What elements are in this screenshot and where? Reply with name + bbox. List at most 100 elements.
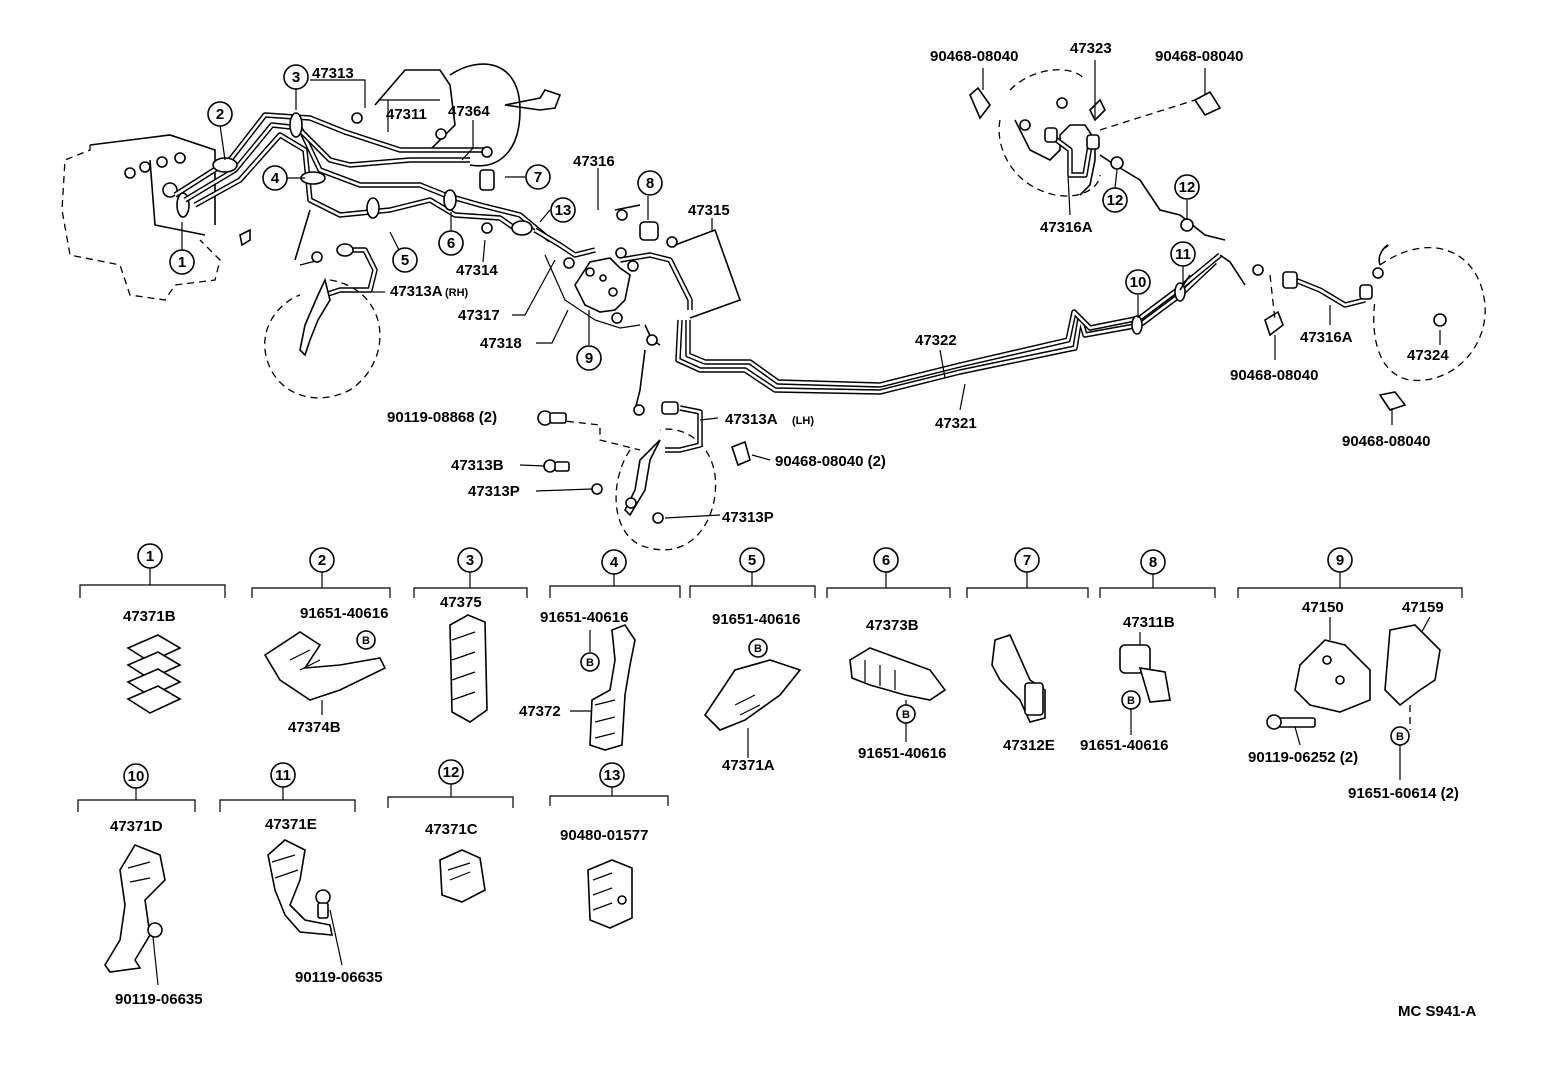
label-47324: 47324 bbox=[1407, 347, 1449, 364]
detail-3: 3 47375 bbox=[413, 547, 528, 723]
callout-1: 1 bbox=[169, 249, 195, 275]
detail-7: 7 47312E bbox=[966, 547, 1089, 754]
svg-text:9: 9 bbox=[585, 350, 593, 367]
svg-text:47371C: 47371C bbox=[425, 821, 478, 838]
svg-text:47312E: 47312E bbox=[1003, 737, 1055, 754]
label-47316a-top: 47316A bbox=[1040, 219, 1093, 236]
svg-text:10: 10 bbox=[128, 768, 145, 785]
svg-text:90119-06252 (2): 90119-06252 (2) bbox=[1248, 749, 1358, 766]
label-47322: 47322 bbox=[915, 332, 957, 349]
svg-text:B: B bbox=[902, 709, 910, 721]
svg-text:13: 13 bbox=[555, 202, 572, 219]
svg-text:B: B bbox=[754, 643, 762, 655]
label-47314: 47314 bbox=[456, 262, 498, 279]
detail-12: 12 47371C bbox=[387, 759, 514, 903]
callout-11: 11 bbox=[1170, 241, 1196, 267]
label-90468-08040-top-left: 90468-08040 bbox=[930, 48, 1018, 65]
proportioning-valve bbox=[533, 204, 742, 329]
svg-text:47371D: 47371D bbox=[110, 818, 163, 835]
svg-text:90119-06635: 90119-06635 bbox=[115, 991, 203, 1008]
svg-text:47374B: 47374B bbox=[288, 719, 341, 736]
callout-7: 7 bbox=[525, 164, 551, 190]
svg-text:7: 7 bbox=[1023, 552, 1031, 569]
label-lh: (LH) bbox=[792, 415, 814, 427]
svg-text:47372: 47372 bbox=[519, 703, 561, 720]
svg-text:13: 13 bbox=[604, 767, 621, 784]
svg-text:90119-06635: 90119-06635 bbox=[295, 969, 383, 986]
svg-text:6: 6 bbox=[447, 235, 455, 252]
callout-8: 8 bbox=[637, 170, 663, 196]
callout-10: 10 bbox=[1125, 269, 1151, 295]
svg-text:12: 12 bbox=[1179, 179, 1196, 196]
callout-12-right: 12 bbox=[1174, 174, 1200, 200]
svg-text:5: 5 bbox=[748, 552, 756, 569]
svg-text:91651-40616: 91651-40616 bbox=[712, 611, 800, 628]
svg-text:47371B: 47371B bbox=[123, 608, 176, 625]
label-47313a-rh: 47313A bbox=[390, 283, 443, 300]
callout-13: 13 bbox=[550, 197, 576, 223]
label-90468-08040-2: 90468-08040 (2) bbox=[775, 453, 886, 470]
detail-11: 11 47371E 90119-06635 bbox=[219, 762, 383, 986]
rear-upper-line bbox=[1099, 99, 1226, 241]
svg-text:2: 2 bbox=[318, 552, 326, 569]
label-47313a-lh: 47313A bbox=[725, 411, 778, 428]
svg-text:7: 7 bbox=[534, 169, 542, 186]
label-47318: 47318 bbox=[480, 335, 522, 352]
svg-text:B: B bbox=[1396, 731, 1404, 743]
label-47313p-left: 47313P bbox=[468, 483, 520, 500]
svg-text:47371E: 47371E bbox=[265, 816, 317, 833]
callout-9: 9 bbox=[576, 345, 602, 371]
svg-text:90480-01577: 90480-01577 bbox=[560, 827, 648, 844]
svg-text:B: B bbox=[586, 657, 594, 669]
callout-5: 5 bbox=[392, 247, 418, 273]
actuator-housing bbox=[61, 134, 221, 301]
svg-text:4: 4 bbox=[610, 554, 619, 571]
front-left-brake bbox=[537, 349, 751, 551]
svg-text:91651-40616: 91651-40616 bbox=[540, 609, 628, 626]
svg-text:8: 8 bbox=[646, 175, 654, 192]
detail-9: 9 47150 47159 90119-06252 (2) B 91651-60… bbox=[1237, 547, 1463, 802]
svg-text:6: 6 bbox=[882, 552, 890, 569]
rear-brake-line bbox=[644, 252, 1246, 395]
callout-4: 4 bbox=[262, 165, 288, 191]
label-47364: 47364 bbox=[448, 103, 490, 120]
label-47315: 47315 bbox=[688, 202, 730, 219]
front-brake-lines bbox=[173, 112, 552, 247]
svg-text:91651-40616: 91651-40616 bbox=[858, 745, 946, 762]
svg-text:10: 10 bbox=[1130, 274, 1147, 291]
svg-text:3: 3 bbox=[466, 552, 474, 569]
svg-text:47371A: 47371A bbox=[722, 757, 775, 774]
detail-4: 4 91651-40616 B 47372 bbox=[519, 549, 681, 751]
svg-text:47159: 47159 bbox=[1402, 599, 1444, 616]
label-rh: (RH) bbox=[445, 287, 469, 299]
svg-text:47150: 47150 bbox=[1302, 599, 1344, 616]
callout-3: 3 bbox=[283, 64, 309, 90]
label-47313b: 47313B bbox=[451, 457, 504, 474]
label-47317: 47317 bbox=[458, 307, 500, 324]
front-right-brake bbox=[264, 209, 381, 399]
svg-text:2: 2 bbox=[216, 106, 224, 123]
svg-text:1: 1 bbox=[178, 254, 186, 271]
label-47313: 47313 bbox=[312, 65, 354, 82]
svg-text:91651-60614 (2): 91651-60614 (2) bbox=[1348, 785, 1459, 802]
svg-text:1: 1 bbox=[146, 548, 154, 565]
svg-text:12: 12 bbox=[1107, 192, 1124, 209]
detail-10: 10 47371D 90119-06635 bbox=[77, 763, 203, 1008]
svg-text:47373B: 47373B bbox=[866, 617, 919, 634]
rear-left-brake bbox=[969, 69, 1106, 197]
diagram-code: MC S941-A bbox=[1398, 1003, 1477, 1020]
svg-text:47311B: 47311B bbox=[1123, 614, 1175, 631]
svg-text:5: 5 bbox=[401, 252, 409, 269]
callout-12-left: 12 bbox=[1102, 187, 1128, 213]
label-90468-08040-bottom-right: 90468-08040 bbox=[1342, 433, 1430, 450]
detail-1: 1 47371B bbox=[79, 543, 226, 714]
svg-text:91651-40616: 91651-40616 bbox=[1080, 737, 1168, 754]
label-90468-08040-right-mid: 90468-08040 bbox=[1230, 367, 1318, 384]
detail-5: 5 91651-40616 B 47371A bbox=[689, 547, 816, 774]
svg-text:11: 11 bbox=[1175, 246, 1191, 263]
label-47321: 47321 bbox=[935, 415, 977, 432]
svg-text:47375: 47375 bbox=[440, 594, 482, 611]
label-90468-08040-top-right: 90468-08040 bbox=[1155, 48, 1243, 65]
svg-text:B: B bbox=[362, 635, 370, 647]
